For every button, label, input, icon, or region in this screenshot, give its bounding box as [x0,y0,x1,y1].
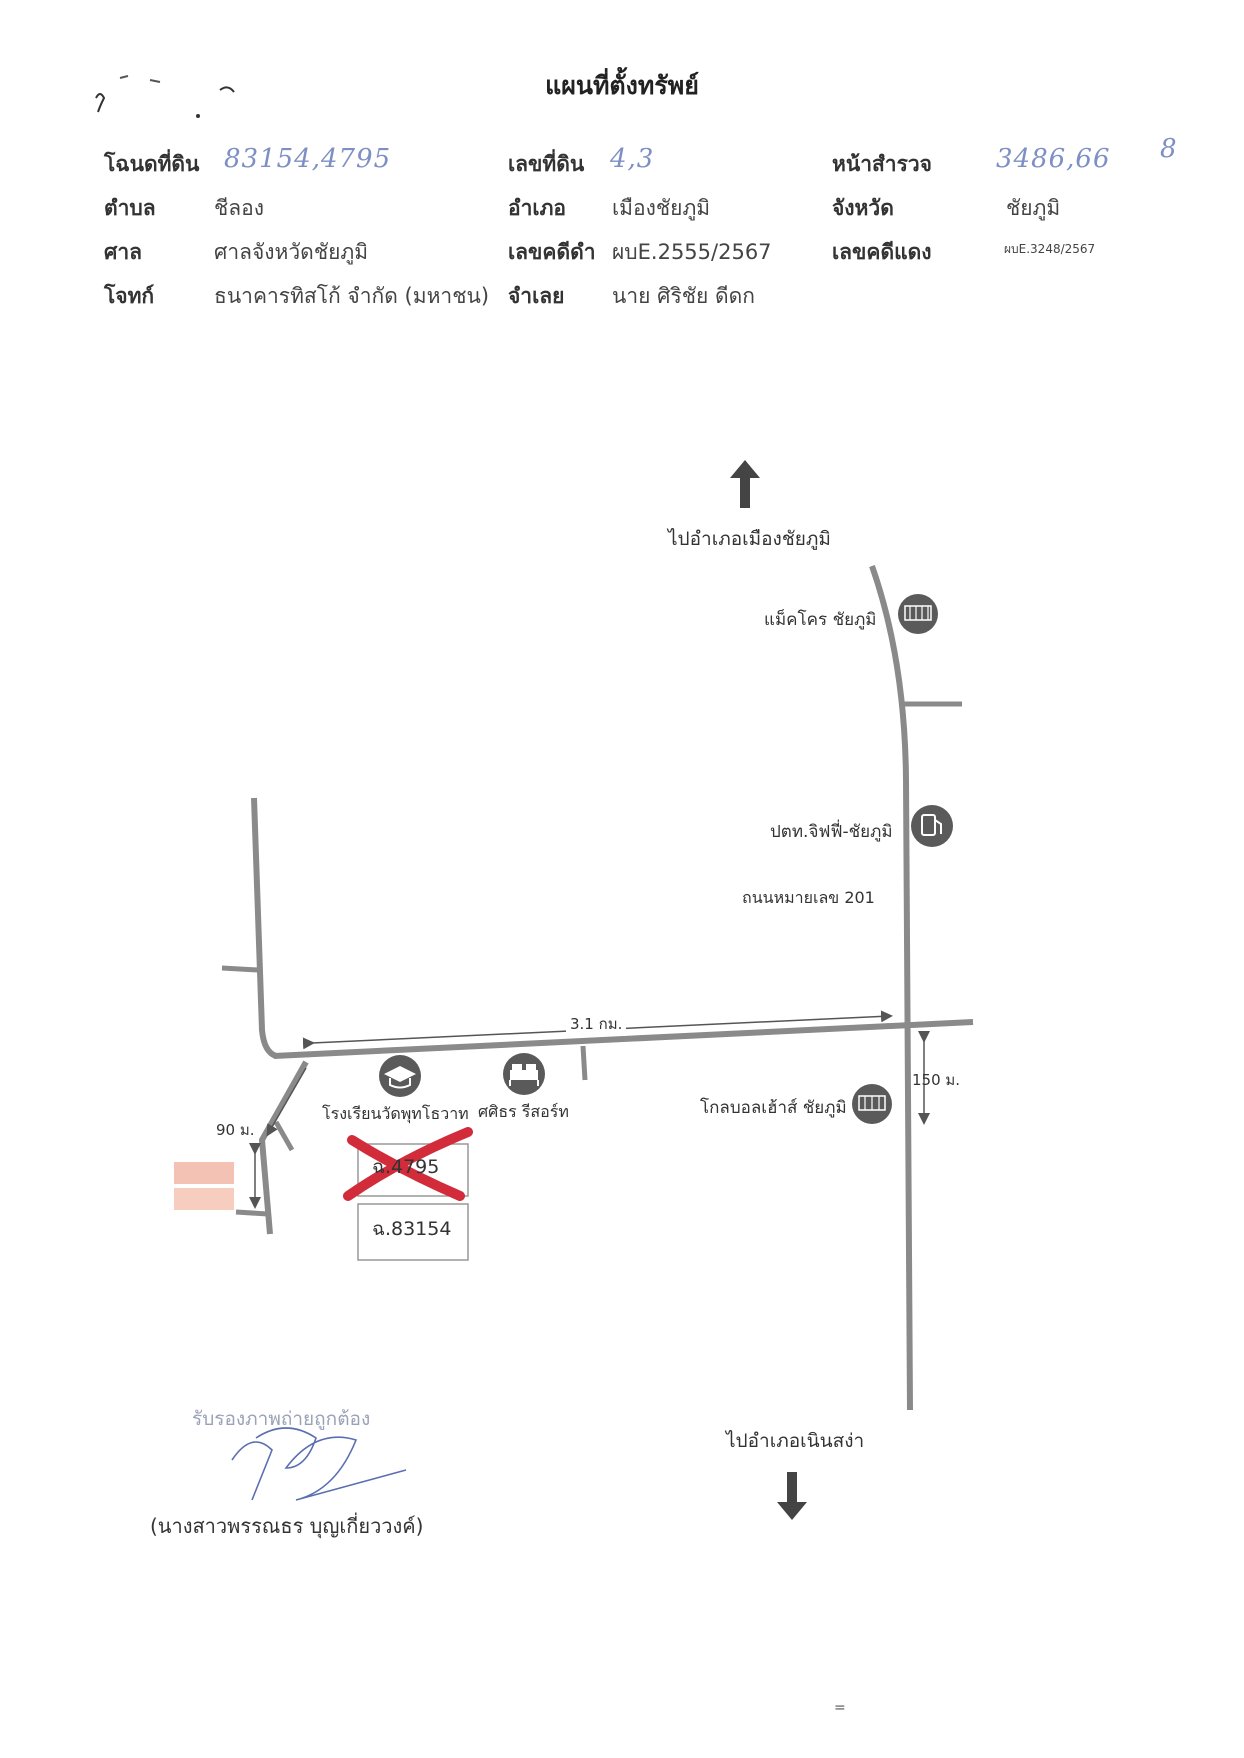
tambon-value: ชีลอง [214,196,264,220]
land-no-label: เลขที่ดิน [508,152,585,176]
province-label: จังหวัด [832,196,894,220]
highway-201-road [869,565,913,1411]
amphoe-value: เมืองชัยภูมิ [612,196,711,220]
plaintiff-value: ธนาคารทิสโก้ จำกัด (มหาชน) [214,284,490,308]
deed-label: โฉนดที่ดิน [104,152,200,176]
plot-active-label: ฉ.83154 [372,1218,452,1240]
spur-road [580,1045,588,1081]
distance-3-1km-label: 3.1 กม. [566,1012,627,1036]
red-cross-mark [343,1127,473,1201]
defendant-label: จำเลย [508,284,565,308]
plot-access-road [258,1060,309,1235]
school-icon [379,1055,421,1097]
distance-150m-label: 150 ม. [912,1071,961,1089]
north-arrow-icon [730,460,760,508]
land-no-value: 4,3 [610,144,655,174]
survey-value: 3486,66 [996,144,1111,174]
makro-label: แม็คโคร ชัยภูมิ [764,610,877,630]
distance-90m-label: 90 ม. [216,1121,255,1139]
survey-extra: 8 [1160,134,1178,164]
left-road-spur [221,965,259,973]
left-road [251,797,278,1059]
tambon-label: ตำบล [104,196,156,220]
plot-access-spur-2 [235,1209,269,1217]
survey-label: หน้าสำรวจ [832,152,932,176]
red-case-label: เลขคดีแดง [832,240,932,264]
red-case-value: ผบE.3248/2567 [1004,242,1096,256]
signature-mark [231,1427,407,1501]
defendant-value: นาย ศิริชัย ดีดก [612,284,755,308]
highway-label: ถนนหมายเลข 201 [742,888,875,907]
makro-store-icon [898,594,938,634]
black-case-label: เลขคดีดำ [508,240,596,264]
global-house-icon [852,1084,892,1124]
page-title: แผนที่ตั้งทรัพย์ [545,71,699,100]
distance-90m-arrow-diag [266,1067,307,1137]
certifier-name: (นางสาวพรรณธร บุญเกี่ยววงค์) [150,1514,424,1538]
plot-box-active [357,1203,469,1261]
plot-box-crossed [357,1143,469,1197]
resort-bed-icon [503,1053,545,1095]
south-direction-label: ไปอำเภอเนินสง่า [726,1430,865,1452]
plot-crossed-label: ฉ.4795 [372,1156,440,1178]
certification-text: รับรองภาพถ่ายถูกต้อง [192,1408,371,1430]
deed-value: 83154,4795 [224,144,392,174]
page-mark: = [834,1700,846,1716]
school-label: โรงเรียนวัดพุทโธวาท [322,1104,469,1123]
province-value: ชัยภูมิ [1006,196,1061,220]
global-house-label: โกลบอลเฮ้าส์ ชัยภูมิ [700,1098,847,1118]
black-case-value: ผบE.2555/2567 [612,240,772,264]
court-label: ศาล [104,240,142,264]
amphoe-label: อำเภอ [508,196,567,220]
resort-label: ศศิธร รีสอร์ท [478,1102,569,1121]
property-highlight-2 [174,1188,234,1210]
north-direction-label: ไปอำเภอเมืองชัยภูมิ [668,528,831,550]
gas-station-icon [911,805,953,847]
court-value: ศาลจังหวัดชัยภูมิ [214,240,369,264]
south-arrow-icon [777,1472,807,1520]
scribble-marks [95,75,235,118]
plot-access-spur [273,1120,295,1152]
property-highlight-1 [174,1162,234,1184]
plaintiff-label: โจทก์ [104,284,155,308]
gas-station-label: ปตท.จิฟฟี่-ชัยภูมิ [770,822,893,842]
